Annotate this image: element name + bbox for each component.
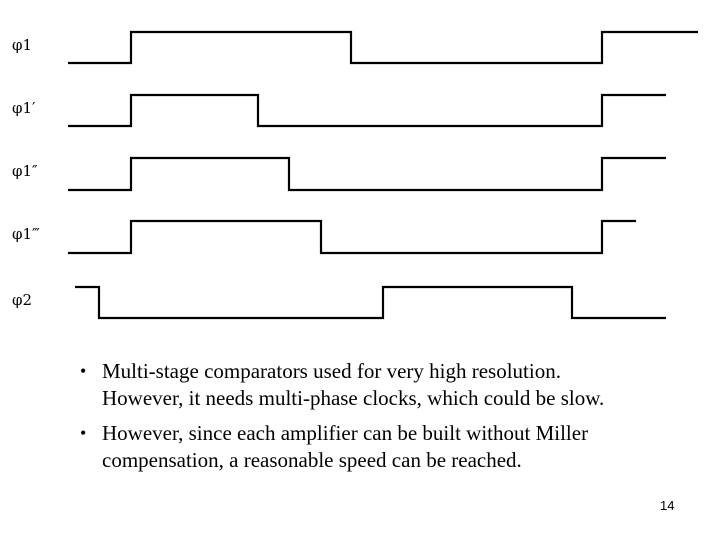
signal-waveform bbox=[68, 219, 636, 255]
bullet-item: • However, since each amplifier can be b… bbox=[80, 420, 640, 474]
timing-diagram: φ1 φ1′ φ1″ φ1‴ φ2 bbox=[12, 30, 698, 320]
signal-label: φ1‴ bbox=[12, 225, 40, 243]
page-number: 14 bbox=[660, 498, 675, 513]
bullet-item: • Multi-stage comparators used for very … bbox=[80, 358, 640, 412]
bullet-text: Multi-stage comparators used for very hi… bbox=[102, 359, 605, 410]
bullet-list: • Multi-stage comparators used for very … bbox=[80, 358, 640, 482]
signal-label: φ1″ bbox=[12, 162, 38, 180]
signal-label: φ1′ bbox=[12, 99, 36, 117]
signal-waveform bbox=[68, 30, 698, 65]
signal-waveform bbox=[68, 93, 666, 128]
bullet-dot-icon: • bbox=[80, 423, 87, 443]
bullet-text: However, since each amplifier can be bui… bbox=[102, 421, 589, 472]
signal-waveform bbox=[68, 156, 666, 192]
signal-label: φ1 bbox=[12, 36, 32, 54]
signal-waveform bbox=[75, 285, 666, 320]
bullet-dot-icon: • bbox=[80, 361, 87, 381]
signal-label: φ2 bbox=[12, 291, 32, 309]
